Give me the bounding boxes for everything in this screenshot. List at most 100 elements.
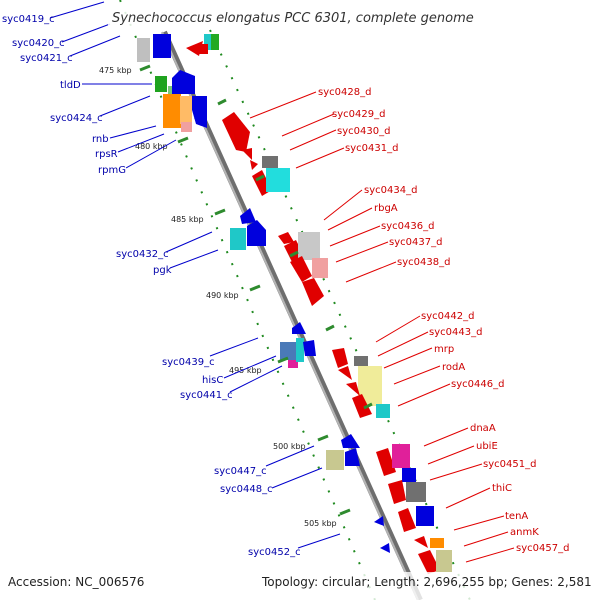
tick-mark	[325, 324, 335, 332]
gene-label-syc0446_d: syc0446_d	[451, 379, 504, 390]
gene-label-syc0447_c: syc0447_c	[214, 466, 267, 477]
gene-label-syc0432_c: syc0432_c	[116, 249, 169, 260]
leader-syc0441_c	[229, 365, 283, 393]
feature-syc0457_d	[418, 550, 440, 574]
feature-hisC	[288, 360, 298, 368]
feature-rpsR	[181, 122, 192, 132]
gene-label-rpsR: rpsR	[95, 149, 118, 160]
gene-label-syc0419_c: syc0419_c	[2, 14, 55, 25]
leader-syc0419_c	[49, 1, 105, 19]
scale-ticks: 475 kbp 480 kbp 485 kbp 490 kbp 495 kbp …	[99, 64, 373, 528]
feature-thiC	[406, 482, 426, 502]
leader-syc0420_c	[61, 23, 111, 43]
feature-ubiE	[392, 444, 410, 468]
leader-syc0447_c	[265, 445, 315, 467]
feature-syc0428_d-a	[204, 34, 212, 50]
gene-label-ubiE: ubiE	[476, 441, 498, 452]
reverse-labels: syc0419_c syc0420_c syc0421_c tldD syc04…	[2, 14, 301, 558]
leader-syc0429_d	[281, 113, 335, 137]
leader-syc0443_d	[377, 331, 429, 357]
feature-syc0443_d	[354, 356, 368, 366]
feature-syc0434_d	[278, 232, 294, 244]
tick-mark	[214, 208, 226, 216]
leader-mrp	[383, 347, 433, 369]
gene-label-syc0452_c: syc0452_c	[248, 547, 301, 558]
tick-label: 475 kbp	[99, 66, 132, 75]
gene-label-syc0441_c: syc0441_c	[180, 390, 233, 401]
feature-rnb	[163, 94, 181, 128]
gene-label-dnaA: dnaA	[470, 423, 496, 434]
feature-syc0437_d	[290, 256, 312, 282]
leader-syc0437_d	[335, 241, 389, 263]
feature-rnb-b	[180, 96, 192, 124]
feature-syc0424_c	[172, 70, 195, 94]
leader-syc0428_d	[249, 91, 317, 119]
tick-mark	[249, 284, 261, 292]
reverse-strand-features	[137, 34, 390, 553]
feature-syc0447_c	[326, 450, 344, 470]
tick-label: 485 kbp	[171, 215, 204, 224]
leader-ubiE	[427, 445, 475, 465]
tick-mark	[139, 64, 151, 72]
leader-rodA	[393, 365, 441, 385]
tick-label: 505 kbp	[304, 519, 337, 528]
title-backdrop	[108, 6, 496, 28]
leader-dnaA	[423, 427, 469, 447]
feature-syc0431_d-b	[266, 168, 290, 192]
feature-syc0448_c	[345, 448, 360, 466]
feature-syc0432_c	[230, 228, 246, 250]
gene-label-syc0434_d: syc0434_d	[364, 185, 417, 196]
feature-syc0447_c-a	[341, 434, 360, 448]
gene-label-hisC: hisC	[202, 375, 223, 386]
leader-syc0442_d	[375, 315, 421, 343]
feature-anmK-a	[414, 536, 428, 548]
feature-syc0432_c-a	[240, 208, 256, 224]
inner-ruler-line	[119, 0, 376, 600]
gene-label-tldD: tldD	[60, 80, 81, 91]
footer-backdrop	[0, 572, 600, 600]
leader-syc0457_d	[465, 547, 515, 563]
feature-tenA	[398, 508, 416, 532]
gene-label-anmK: anmK	[510, 527, 539, 538]
tick-label: 500 kbp	[273, 442, 306, 451]
leader-tenA	[453, 515, 505, 531]
feature-rpmG-arrow	[194, 116, 206, 126]
feature-thiC-a	[388, 480, 406, 504]
genome-stats-text: Topology: circular; Length: 2,696,255 bp…	[261, 575, 592, 589]
tick-mark	[289, 250, 299, 258]
tick-mark	[177, 136, 189, 144]
gene-label-syc0443_d: syc0443_d	[429, 327, 482, 338]
leader-rnb	[109, 125, 157, 139]
feature-syc0439_c	[280, 342, 296, 360]
tick-mark	[255, 174, 265, 182]
leader-syc0438_d	[345, 261, 397, 283]
tick-mark	[363, 402, 373, 410]
gene-label-syc0429_d: syc0429_d	[332, 109, 385, 120]
feature-syc0446_d-b	[376, 404, 390, 418]
gene-label-syc0428_d: syc0428_d	[318, 87, 371, 98]
feature-anmK	[430, 538, 444, 548]
feature-syc0446_d	[352, 394, 372, 418]
feature-syc0430_d-a	[250, 160, 258, 170]
leader-thiC	[445, 487, 491, 509]
gene-label-syc0442_d: syc0442_d	[421, 311, 474, 322]
leader-rbgA	[327, 207, 373, 231]
gene-label-pgk: pgk	[153, 265, 172, 276]
gene-label-tenA: tenA	[505, 511, 528, 522]
gene-label-syc0424_c: syc0424_c	[50, 113, 103, 124]
feature-syc0438_d	[302, 278, 324, 306]
feature-syc0457_d-b	[436, 550, 452, 572]
feature-syc0429_d	[242, 148, 252, 160]
feature-tenA-b	[416, 506, 434, 526]
feature-tldD	[155, 76, 167, 92]
feature-syc0430_d	[262, 156, 278, 168]
forward-labels: syc0428_d syc0429_d syc0430_d syc0431_d …	[318, 87, 569, 554]
gene-label-syc0421_c: syc0421_c	[20, 53, 73, 64]
leader-anmK	[463, 531, 509, 547]
gene-label-mrp: mrp	[434, 344, 454, 355]
feature-pgk	[247, 220, 266, 246]
forward-strand-features	[198, 34, 452, 574]
tick-label: 480 kbp	[135, 142, 168, 151]
tick-mark	[317, 434, 329, 442]
